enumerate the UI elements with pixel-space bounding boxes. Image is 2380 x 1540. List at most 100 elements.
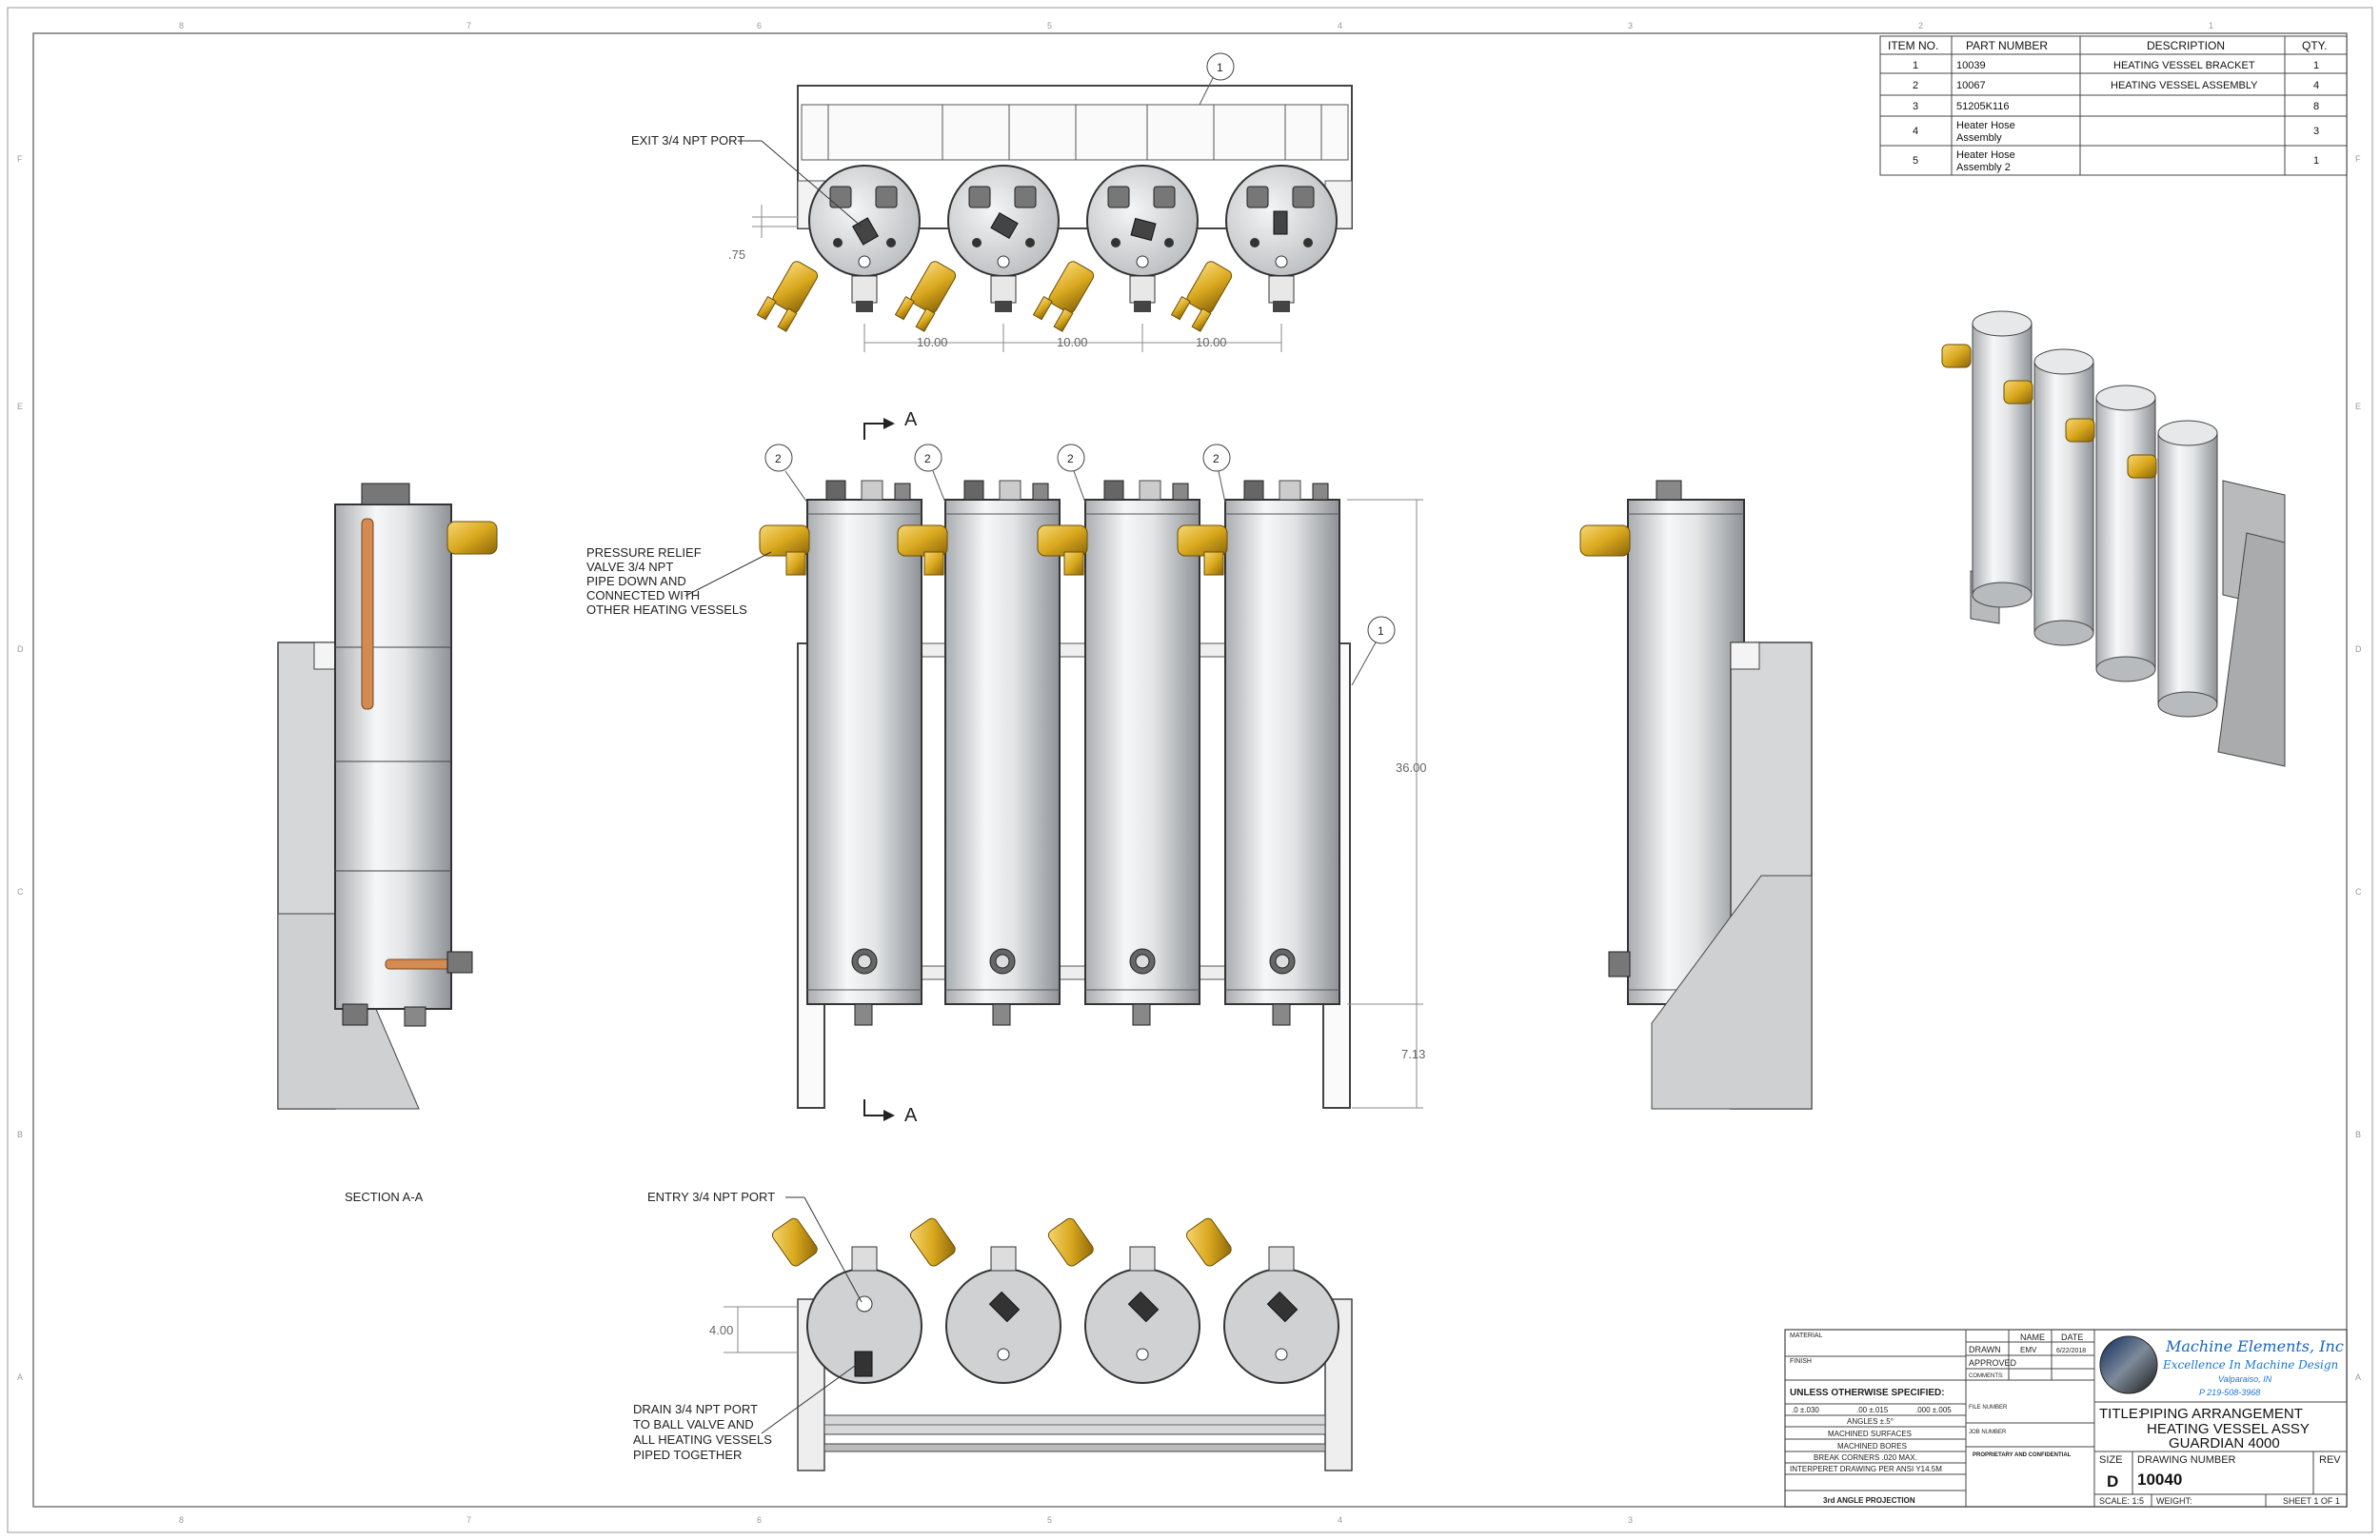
section-marker-bottom: A [904, 1105, 918, 1126]
zone-col-bot-3: 3 [1628, 1515, 1633, 1525]
bom-row5-part-line1: Heater Hose [1956, 149, 2015, 161]
relief-valve-note-5: OTHER HEATING VESSELS [586, 602, 747, 617]
tb-drawing-number: 10040 [2137, 1471, 2182, 1489]
tb-finish: FINISH [1790, 1358, 1812, 1365]
bom-row3-part: 51205K116 [1956, 101, 2009, 112]
front-view: 2 2 2 2 1 A A PRESSURE RELIEF VALVE 3/4 … [586, 409, 1427, 1126]
tb-proprietary: PROPRIETARY AND CONFIDENTIAL [1973, 1452, 2072, 1458]
zone-row-right-A: A [2355, 1372, 2361, 1382]
bom-header-item: ITEM NO. [1888, 39, 1938, 52]
zone-row-left-A: A [17, 1372, 23, 1382]
zone-col-bot-7: 7 [466, 1515, 471, 1525]
balloon-item-2-v2 [914, 444, 942, 472]
bom-row5-item: 5 [1913, 155, 1918, 167]
iso-vessel-1 [1941, 310, 2033, 608]
bom-row1-qty: 1 [2313, 60, 2319, 71]
zone-row-right-F: F [2355, 154, 2361, 164]
tb-tol2: .00 ±.015 [1856, 1406, 1889, 1414]
outer-border [7, 7, 2373, 1533]
dim-bottom-offset: 4.00 [709, 1323, 733, 1337]
tb-weight: WEIGHT: [2156, 1496, 2192, 1506]
section-label: SECTION A-A [345, 1190, 424, 1204]
bom-header-part: PART NUMBER [1966, 39, 2048, 52]
tb-job-number: JOB NUMBER [1969, 1430, 2007, 1435]
top-view-bracket-frame [797, 85, 1353, 229]
tb-name-header: NAME [2020, 1333, 2045, 1342]
exit-port-note: EXIT 3/4 NPT PORT [631, 133, 744, 148]
relief-valve-note-2: VALVE 3/4 NPT [586, 560, 673, 574]
front-vessel-1 [759, 480, 922, 1026]
bom-row2-item: 2 [1913, 80, 1918, 91]
drain-port-note-3: ALL HEATING VESSELS [633, 1432, 772, 1447]
bom-row5-qty: 1 [2313, 155, 2319, 167]
bom-row1-part: 10039 [1956, 60, 1986, 71]
zone-col-top-5: 5 [1047, 21, 1052, 30]
iso-vessel-2 [2003, 348, 2094, 646]
drain-port-note-2: TO BALL VALVE AND [633, 1417, 754, 1431]
tb-size-label: SIZE [2099, 1454, 2122, 1466]
tb-title-line1: PIPING ARRANGEMENT [2140, 1406, 2303, 1422]
tb-break-corners: BREAK CORNERS .020 MAX. [1814, 1453, 1917, 1462]
bottom-view: ENTRY 3/4 NPT PORT 4.00 DRAIN 3/4 NPT PO… [633, 1190, 1353, 1471]
company-city: Valparaiso, IN [2218, 1374, 2272, 1384]
zone-row-left-D: D [17, 644, 24, 654]
tb-material: MATERIAL [1790, 1333, 1823, 1339]
zone-col-bot-5: 5 [1047, 1515, 1052, 1525]
iso-vessel-4 [2127, 420, 2218, 718]
bom-row5-part-line2: Assembly 2 [1956, 162, 2011, 173]
tb-drawn: DRAWN [1969, 1345, 2001, 1354]
top-vessel-4 [1170, 165, 1338, 332]
tb-file-number: FILE NUMBER [1969, 1405, 2008, 1411]
bom-row2-qty: 4 [2313, 80, 2319, 91]
bom-row4-item: 4 [1913, 126, 1918, 137]
zone-col-top-7: 7 [466, 21, 471, 30]
balloon-item-1-front-label: 1 [1378, 624, 1384, 638]
tb-title-line3: GUARDIAN 4000 [2169, 1435, 2280, 1451]
dim-spacing-2: 10.00 [1057, 335, 1088, 349]
bom-row4-part-line2: Assembly [1956, 132, 2002, 144]
dim-leg: 7.13 [1401, 1047, 1425, 1061]
tb-sheet: SHEET 1 OF 1 [2283, 1496, 2340, 1506]
tb-drawing-number-label: DRAWING NUMBER [2137, 1454, 2236, 1466]
tb-tol3: .000 ±.005 [1915, 1406, 1952, 1414]
front-vessel-3 [1037, 480, 1200, 1026]
balloon-item-2-v2-label: 2 [924, 452, 931, 465]
bom-header-desc: DESCRIPTION [2147, 39, 2225, 52]
section-marker-top: A [904, 409, 918, 430]
bom-row2-part: 10067 [1956, 80, 1986, 91]
company-phone: P 219-508-3968 [2199, 1388, 2260, 1397]
tb-projection: 3rd ANGLE PROJECTION [1823, 1496, 1915, 1505]
tb-date-header: DATE [2061, 1333, 2083, 1342]
relief-valve-note-3: PIPE DOWN AND [586, 574, 686, 588]
zone-col-top-8: 8 [179, 21, 184, 30]
bottom-vessel-3 [1047, 1217, 1200, 1384]
zone-row-left-E: E [17, 402, 23, 411]
balloon-item-2-v1 [764, 444, 793, 472]
tb-tol1: .0 ±.030 [1792, 1406, 1819, 1414]
zone-col-bot-4: 4 [1338, 1515, 1342, 1525]
bom-row3-item: 3 [1913, 101, 1918, 112]
tb-angles: ANGLES ±.5° [1847, 1417, 1894, 1426]
tb-drawn-name: EMV [2020, 1346, 2037, 1354]
zone-row-right-C: C [2355, 887, 2362, 897]
bom-row2-desc: HEATING VESSEL ASSEMBLY [2111, 80, 2258, 91]
drain-port-note-1: DRAIN 3/4 NPT PORT [633, 1402, 758, 1416]
zone-row-right-D: D [2355, 644, 2362, 654]
top-vessel-2 [894, 165, 1060, 332]
zone-col-bot-8: 8 [179, 1515, 184, 1525]
entry-port-note: ENTRY 3/4 NPT PORT [647, 1190, 775, 1204]
section-view: SECTION A-A [277, 483, 498, 1204]
balloon-item-2-v4 [1202, 444, 1231, 472]
tb-unless: UNLESS OTHERWISE SPECIFIED: [1790, 1388, 1945, 1398]
company-tagline: Excellence In Machine Design [2162, 1358, 2338, 1372]
bill-of-materials: ITEM NO. PART NUMBER DESCRIPTION QTY. 1 … [1879, 35, 2348, 176]
title-block: MATERIAL FINISH NAME DATE DRAWN EMV 6/22… [1784, 1329, 2348, 1508]
balloon-item-1-top [1206, 52, 1235, 81]
zone-col-top-1: 1 [2209, 21, 2213, 30]
bom-row3-qty: 8 [2313, 101, 2319, 112]
inner-border [32, 32, 2348, 1508]
tb-machined-bores: MACHINED BORES [1837, 1442, 1907, 1451]
zone-row-left-F: F [17, 154, 23, 164]
iso-vessel-3 [2065, 385, 2156, 682]
balloon-item-1-top-label: 1 [1217, 61, 1223, 74]
